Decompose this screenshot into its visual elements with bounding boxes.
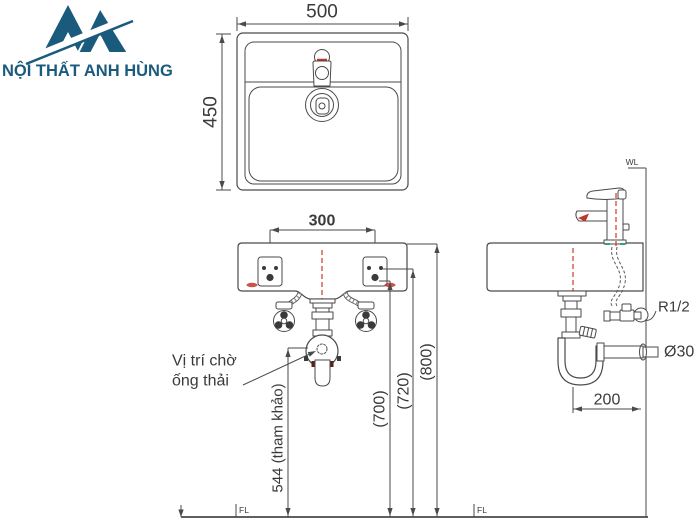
trap-assembly-side <box>557 290 659 386</box>
logo: NỘI THẤT ANH HÙNG <box>2 5 173 80</box>
floor-line-side: FL <box>473 504 487 517</box>
logo-right-counter <box>90 34 110 53</box>
note-line-2: ống thải <box>172 373 229 390</box>
side-view: WL <box>473 157 694 517</box>
dimension-width-500: 500 <box>236 2 409 31</box>
wall-label: WL <box>626 157 639 167</box>
dimension-800: (800) <box>419 244 440 517</box>
logo-swoosh-white <box>24 13 134 64</box>
angle-valve-right <box>355 301 377 332</box>
floor-label-side: FL <box>477 505 487 515</box>
waste-outlet-stub <box>642 346 659 358</box>
dim-720-label: (720) <box>396 372 413 409</box>
note-line-1: Vị trí chờ <box>172 353 237 370</box>
valve-leader <box>644 310 657 321</box>
wall-supply-valve <box>603 303 649 323</box>
basin-inner-rim <box>244 41 402 185</box>
dimension-544: 544 (tham khảo) <box>270 347 308 517</box>
seal-mark-left <box>246 282 258 288</box>
drain-height-label: 544 (tham khảo) <box>270 383 287 492</box>
top-view-width-label: 500 <box>306 2 338 23</box>
basin-bowl <box>248 86 399 182</box>
top-view-depth-label: 450 <box>201 96 222 128</box>
angle-valve-left <box>273 301 295 332</box>
mounting-bracket-right <box>362 256 388 287</box>
supply-hose-side <box>610 246 626 307</box>
bolt-spacing-label: 300 <box>309 213 336 230</box>
trap-offset-label: 200 <box>594 392 621 409</box>
faucet-top-icon <box>305 49 339 122</box>
top-view: 500 450 <box>201 2 409 191</box>
wall-line: WL <box>626 157 647 517</box>
brand-name: NỘI THẤT ANH HÙNG <box>2 61 173 80</box>
floor-line-front: FL <box>178 504 648 518</box>
faucet-side-icon <box>575 187 630 246</box>
logo-swoosh-navy <box>25 19 134 66</box>
floor-label-front: FL <box>239 505 249 515</box>
dim-800-label: (800) <box>419 343 436 380</box>
drain-assembly-front <box>304 298 341 387</box>
front-view: 300 <box>172 213 648 518</box>
drain-position-note: Vị trí chờ ống thải <box>172 351 316 390</box>
supply-thread-label: R1/2 <box>658 299 690 316</box>
waste-outlet-label: Ø30 <box>664 344 694 361</box>
dimension-720: (720) <box>383 268 416 517</box>
dimension-200: 200 <box>572 387 641 413</box>
dimension-700: (700) <box>372 280 393 517</box>
dimension-depth-450: 450 <box>201 33 231 191</box>
dim-700-label: (700) <box>372 390 389 427</box>
sink-side-outline <box>486 242 644 292</box>
mounting-bracket-left <box>257 256 283 287</box>
